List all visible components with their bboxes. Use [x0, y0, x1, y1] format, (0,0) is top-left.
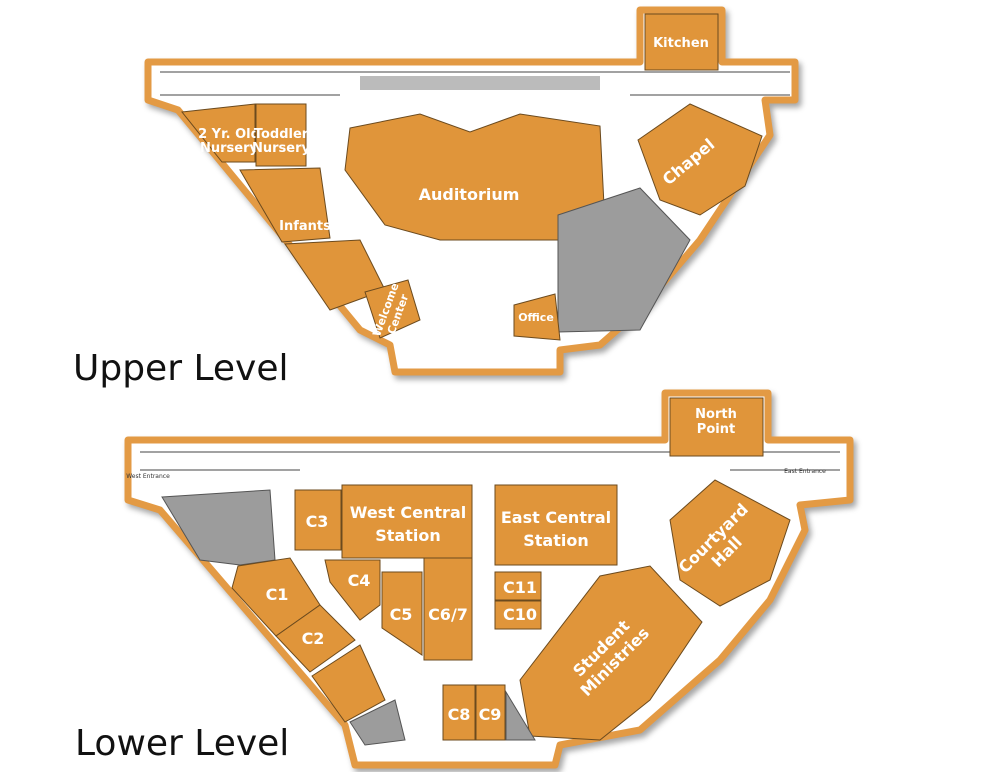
room-c4[interactable] — [324, 559, 381, 621]
label-2yr-nursery-2: Nursery — [200, 141, 259, 156]
upper-admin-area — [557, 187, 691, 333]
label-c4: C4 — [348, 571, 371, 590]
label-toddler-2: Nursery — [252, 141, 311, 156]
label-c3: C3 — [306, 512, 329, 531]
room-c8[interactable] — [442, 684, 476, 741]
label-office: Office — [518, 311, 554, 324]
room-student-ministries[interactable] — [519, 565, 703, 741]
room-c11[interactable] — [494, 571, 542, 601]
upper-hallway-wall — [360, 76, 600, 90]
room-c9[interactable] — [475, 684, 506, 741]
label-east-central-1: East Central — [501, 508, 611, 527]
room-toddler-nursery[interactable] — [255, 103, 307, 167]
room-east-central-station[interactable] — [494, 484, 618, 566]
room-kitchen[interactable] — [644, 13, 719, 71]
room-c5[interactable] — [381, 571, 423, 656]
room-c10[interactable] — [494, 600, 542, 630]
room-west-central-station[interactable] — [341, 484, 473, 559]
room-infants[interactable] — [239, 167, 331, 243]
label-c6-7: C6/7 — [428, 605, 468, 624]
label-kitchen: Kitchen — [653, 36, 709, 51]
label-c1: C1 — [266, 585, 289, 604]
label-west-central-1: West Central — [350, 503, 466, 522]
lower-restrooms — [311, 644, 386, 723]
label-c11: C11 — [503, 578, 537, 597]
label-east-central-2: Station — [523, 531, 588, 550]
room-chapel[interactable] — [637, 103, 763, 216]
label-c5: C5 — [390, 605, 413, 624]
room-c3[interactable] — [294, 489, 342, 551]
lower-service-area-south — [505, 690, 536, 741]
label-north-point-2: Point — [697, 422, 735, 437]
room-north-point[interactable] — [669, 397, 764, 457]
room-2yr-nursery[interactable] — [181, 103, 256, 163]
lower-level-plan: West Entrance East Entrance North Point … — [75, 389, 854, 769]
lower-service-area-southwest — [349, 699, 406, 746]
room-welcome-center[interactable] — [364, 279, 421, 339]
upper-level-plan: Kitchen 2 Yr. Old Nursery Toddler Nurser… — [73, 6, 799, 389]
label-c2: C2 — [302, 629, 325, 648]
room-office[interactable] — [513, 293, 561, 341]
lower-level-title: Lower Level — [75, 723, 289, 764]
room-c6-7[interactable] — [423, 557, 473, 661]
label-east-entrance: East Entrance — [784, 468, 826, 475]
room-c2[interactable] — [275, 604, 356, 673]
label-2yr-nursery-1: 2 Yr. Old — [198, 127, 260, 142]
label-auditorium: Auditorium — [419, 185, 520, 204]
lower-level-outline — [124, 389, 854, 769]
room-courtyard-hall[interactable] — [669, 479, 791, 607]
label-infants: Infants — [279, 219, 331, 234]
upper-level-title: Upper Level — [73, 348, 288, 389]
label-west-entrance: West Entrance — [126, 473, 170, 480]
label-north-point-1: North — [695, 407, 737, 422]
label-toddler-1: Toddler — [254, 127, 309, 142]
label-c10: C10 — [503, 605, 537, 624]
label-c8: C8 — [448, 705, 471, 724]
label-c9: C9 — [479, 705, 502, 724]
label-west-central-2: Station — [375, 526, 440, 545]
